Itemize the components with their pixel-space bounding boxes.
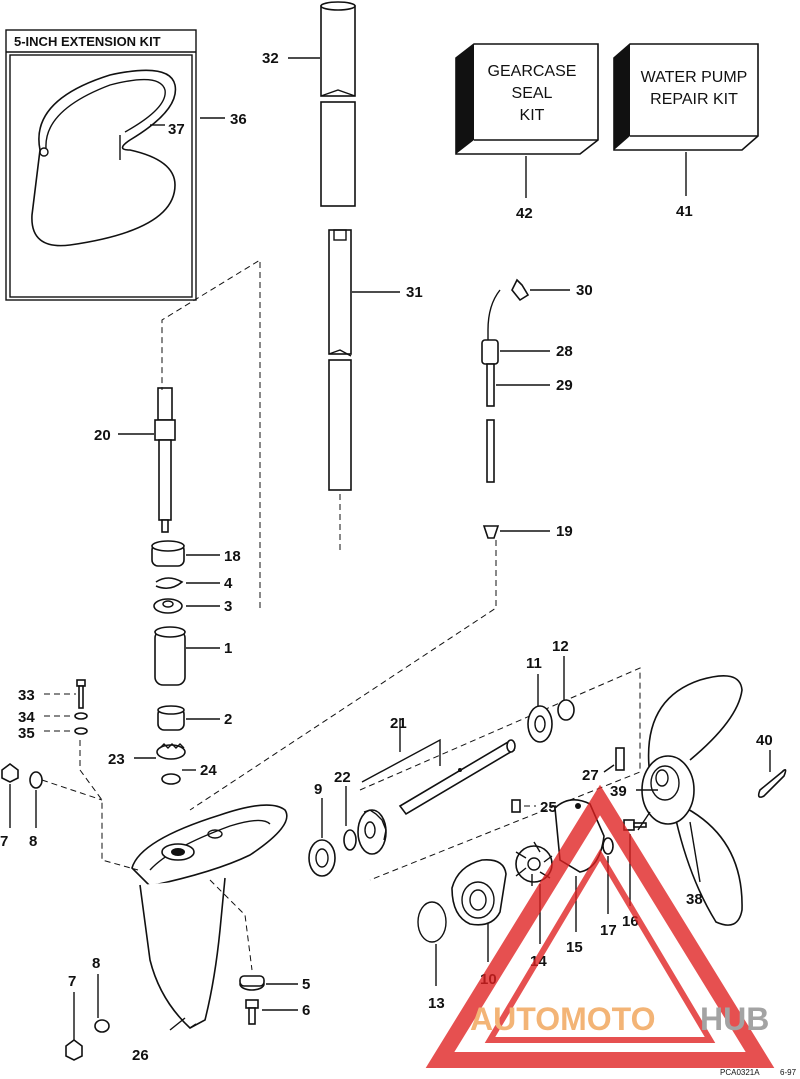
callout-12: 12: [552, 638, 569, 655]
watermark-text-hub: HUB: [700, 1001, 769, 1037]
callout-17: 17: [600, 922, 617, 939]
callout-4: 4: [224, 575, 233, 592]
water-tube-assembly: [481, 278, 530, 539]
washer-8-upper: [29, 771, 43, 789]
extension-housing: [31, 69, 177, 247]
callout-38: 38: [686, 891, 703, 908]
callout-23: 23: [108, 751, 125, 768]
callout-21: 21: [390, 715, 407, 732]
callout-22: 22: [334, 769, 351, 786]
callout-31: 31: [406, 284, 423, 301]
bearing-11: [527, 705, 553, 743]
water-pump-repair-kit-box: WATER PUMP REPAIR KIT: [613, 43, 759, 151]
bushing-18: [151, 540, 185, 567]
gearcase-housing-26: [131, 804, 288, 1029]
callout-8-lower: 8: [92, 955, 100, 972]
watermark-text-automoto: AUTOMOTO: [470, 1001, 655, 1037]
pinion-gear-23: [156, 743, 186, 760]
pinion-shaft-20: [154, 387, 176, 533]
callout-40: 40: [756, 732, 773, 749]
callout-25: 25: [540, 799, 557, 816]
date-code: 6-97: [780, 1068, 797, 1077]
callout-7-lower: 7: [68, 973, 76, 990]
drawing-code: PCA0321A: [720, 1068, 760, 1077]
washer-8-lower: [94, 1019, 110, 1033]
callout-39: 39: [610, 783, 627, 800]
washer-17: [602, 837, 614, 855]
screw-33: [76, 679, 86, 709]
bearing-2: [157, 705, 185, 731]
callout-35: 35: [18, 725, 35, 742]
bearing-9: [308, 839, 336, 877]
drive-shaft-31: [328, 229, 352, 491]
callout-33: 33: [18, 687, 35, 704]
extension-kit-panel: 5-INCH EXTENSION KIT: [5, 29, 225, 301]
washer-35: [74, 727, 88, 735]
assembly-dashes: [41, 259, 641, 971]
nut-7-lower: [65, 1039, 83, 1061]
callout-28: 28: [556, 343, 573, 360]
water-pump-kit-line-2: REPAIR KIT: [650, 91, 738, 108]
o-ring-13: [417, 901, 447, 943]
callout-30: 30: [576, 282, 593, 299]
screw-16: [623, 819, 647, 831]
callout-29: 29: [556, 377, 573, 394]
callout-3: 3: [224, 598, 232, 615]
callout-36: 36: [230, 111, 247, 128]
callout-8-upper: 8: [29, 833, 37, 850]
gearcase-kit-line-3: KIT: [520, 107, 545, 124]
callout-2: 2: [224, 711, 232, 728]
automotohub-watermark: AUTOMOTO HUB: [425, 784, 775, 1068]
callout-24: 24: [200, 762, 217, 779]
washer-3: [153, 598, 183, 614]
callout-32: 32: [262, 50, 279, 67]
nut-24: [161, 773, 181, 785]
callout-1: 1: [224, 640, 232, 657]
propeller-shaft-21: [398, 739, 516, 816]
callout-15: 15: [566, 939, 583, 956]
washer-34: [74, 712, 88, 720]
watermark-triangle-logo: [425, 784, 775, 1068]
callout-27: 27: [582, 767, 599, 784]
gearcase-seal-kit-box: GEARCASE SEAL KIT: [455, 43, 599, 155]
gearcase-kit-line-1: GEARCASE: [488, 63, 577, 80]
sleeve-1: [154, 626, 186, 686]
callout-9: 9: [314, 781, 322, 798]
pin-27: [615, 747, 625, 771]
callout-42: 42: [516, 205, 533, 222]
callout-18: 18: [224, 548, 241, 565]
callout-34: 34: [18, 709, 35, 726]
callout-26: 26: [132, 1047, 149, 1064]
callout-20: 20: [94, 427, 111, 444]
callout-11: 11: [526, 655, 542, 672]
nut-7-upper: [1, 763, 19, 783]
callout-6: 6: [302, 1002, 310, 1019]
callout-13: 13: [428, 995, 445, 1012]
water-pump-kit-line-1: WATER PUMP: [641, 69, 748, 86]
seal-12: [557, 699, 575, 721]
retaining-ring-4: [155, 577, 184, 590]
callout-5: 5: [302, 976, 310, 993]
cotter-pin-40: [757, 768, 787, 798]
pump-housing-10: [451, 858, 507, 926]
callout-19: 19: [556, 523, 573, 540]
grommet-5: [239, 975, 265, 991]
callout-7-upper: 7: [0, 833, 8, 850]
forward-gear-22: [357, 809, 387, 855]
screw-6: [245, 999, 259, 1025]
gearcase-kit-line-2: SEAL: [512, 85, 553, 102]
thrust-washer: [343, 829, 357, 851]
callout-41: 41: [676, 203, 693, 220]
callout-37: 37: [168, 121, 185, 138]
pin-25: [511, 799, 521, 813]
extension-kit-title: 5-INCH EXTENSION KIT: [14, 34, 161, 49]
upper-tube-32: [320, 1, 356, 207]
